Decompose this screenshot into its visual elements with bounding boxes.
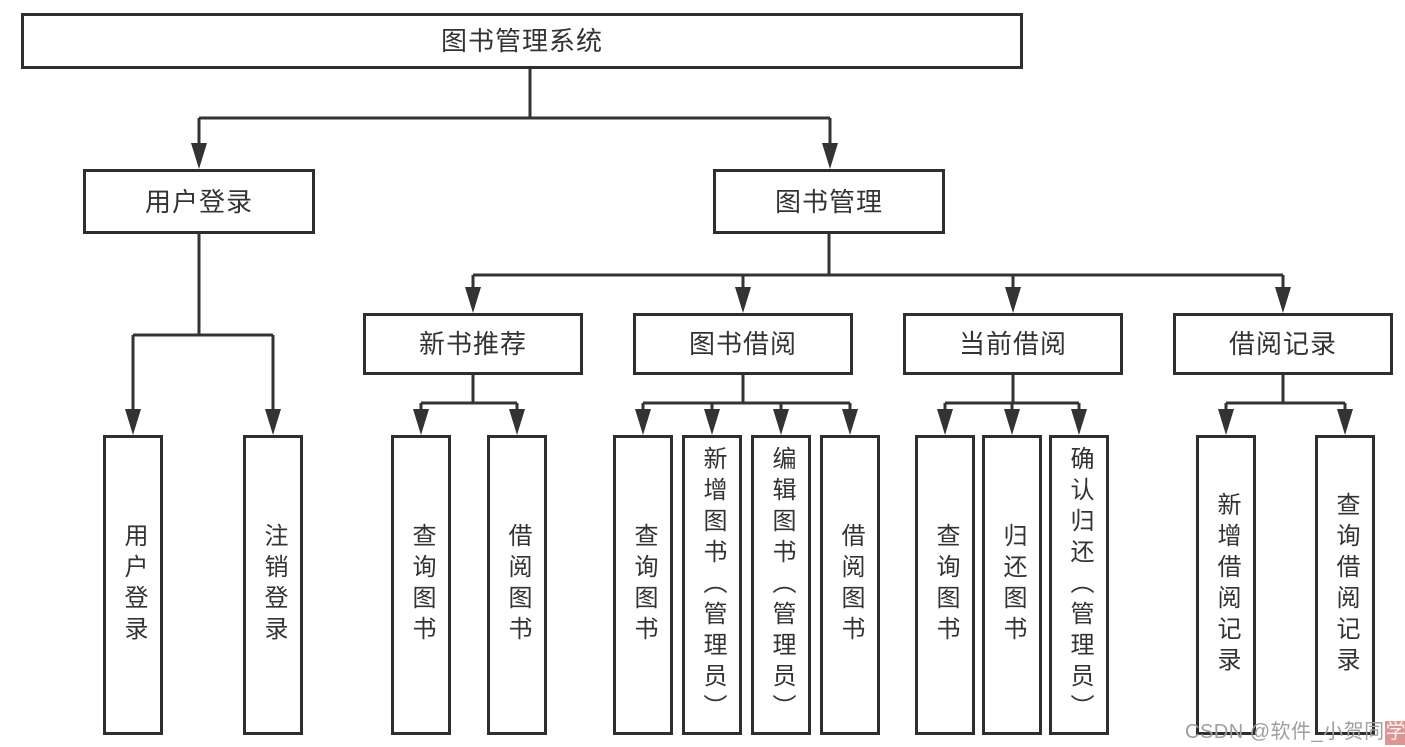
leaf-bb-add-books-admin: 新增图书（管理员） <box>682 435 742 735</box>
leaf-cb-confirm-return-admin: 确认归还（管理员） <box>1049 435 1109 735</box>
node-user-login: 用户登录 <box>83 169 315 234</box>
node-book-management: 图书管理 <box>713 169 945 234</box>
tree-edges <box>131 69 1347 411</box>
leaf-bb-query-books: 查询图书 <box>613 435 673 735</box>
node-current-borrow: 当前借阅 <box>903 313 1123 375</box>
leaf-br-query-record: 查询借阅记录 <box>1315 435 1375 735</box>
node-new-book-recommend: 新书推荐 <box>363 313 583 375</box>
csdn-watermark: CSDN @软件_小贺同学 <box>1185 715 1405 745</box>
leaf-nb-query-books: 查询图书 <box>391 435 451 735</box>
watermark-text: CSDN @软件_小贺同 <box>1185 721 1385 743</box>
leaf-bb-edit-books-admin: 编辑图书（管理员） <box>751 435 811 735</box>
leaf-cb-query-books: 查询图书 <box>915 435 975 735</box>
arrowheads <box>125 143 1353 435</box>
watermark-accent-text: 学 <box>1384 721 1405 745</box>
node-book-borrow: 图书借阅 <box>633 313 853 375</box>
leaf-logout: 注销登录 <box>243 435 303 735</box>
node-root-system: 图书管理系统 <box>21 13 1023 69</box>
node-borrow-records: 借阅记录 <box>1173 313 1393 375</box>
leaf-br-add-record: 新增借阅记录 <box>1196 435 1256 735</box>
leaf-bb-borrow-books: 借阅图书 <box>820 435 880 735</box>
leaf-user-login: 用户登录 <box>103 435 163 735</box>
leaf-nb-borrow-books: 借阅图书 <box>487 435 547 735</box>
leaf-cb-return-books: 归还图书 <box>982 435 1042 735</box>
